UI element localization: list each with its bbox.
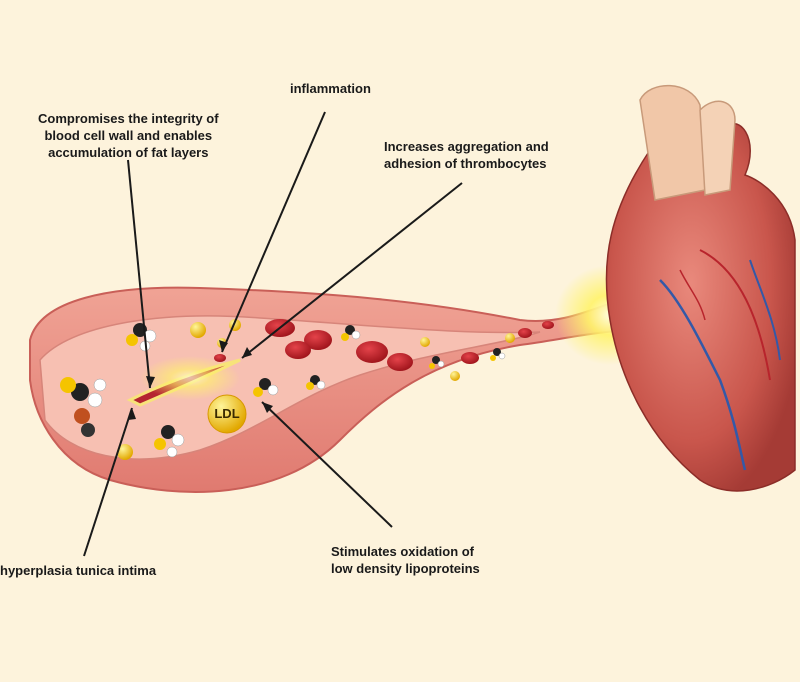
label-stimulates-line-2: low density lipoproteins	[331, 561, 480, 576]
ldl-particle	[117, 444, 133, 460]
leader-stimulates	[261, 401, 393, 528]
ldl-particle	[450, 371, 460, 381]
label-stimulates: Stimulates oxidation of low density lipo…	[331, 543, 480, 577]
red-blood-cell	[461, 352, 479, 364]
ldl-particle	[420, 337, 430, 347]
ldl-particle	[505, 333, 515, 343]
label-hyperplasia-text: hyperplasia tunica intima	[0, 563, 157, 578]
fat-molecule-cluster	[253, 378, 279, 397]
ldl-large	[207, 394, 247, 434]
leader-lines	[83, 111, 463, 557]
heart	[605, 84, 796, 492]
label-increases: Increases aggregation and adhesion of th…	[384, 138, 549, 172]
fat-molecule-cluster	[306, 375, 326, 390]
fat-molecule-cluster	[154, 425, 185, 458]
ldl-particle	[190, 322, 206, 338]
leader-inflammation	[221, 111, 326, 353]
leader-compromises	[127, 159, 151, 389]
fat-molecule-cluster	[60, 377, 107, 437]
red-blood-cell	[214, 354, 226, 362]
leader-increases	[241, 182, 463, 359]
label-compromises-line-1: Compromises the integrity of	[38, 111, 219, 126]
leader-hyperplasia	[83, 407, 133, 557]
fat-molecule-cluster	[490, 348, 506, 361]
red-blood-cell	[542, 321, 554, 329]
label-compromises-line-3: accumulation of fat layers	[48, 145, 209, 160]
label-increases-line-2: adhesion of thrombocytes	[384, 156, 547, 171]
leader-arrowheads	[128, 340, 273, 420]
fat-molecule-cluster	[429, 356, 445, 369]
label-increases-line-1: Increases aggregation and	[384, 139, 549, 154]
label-inflammation-text: inflammation	[290, 81, 371, 96]
label-stimulates-line-1: Stimulates oxidation of	[331, 544, 475, 559]
label-hyperplasia: hyperplasia tunica intima	[0, 562, 156, 579]
red-blood-cell	[387, 353, 413, 371]
label-compromises: Compromises the integrity of blood cell …	[38, 110, 219, 161]
ldl-label: LDL	[214, 406, 240, 421]
label-inflammation: inflammation	[290, 80, 371, 97]
red-blood-cell	[285, 341, 311, 359]
label-compromises-line-2: blood cell wall and enables	[44, 128, 213, 143]
fat-molecule-cluster	[341, 325, 361, 341]
lesion-glow	[140, 356, 240, 400]
red-blood-cell	[304, 330, 332, 350]
red-blood-cell	[518, 328, 532, 338]
red-blood-cell	[356, 341, 388, 363]
